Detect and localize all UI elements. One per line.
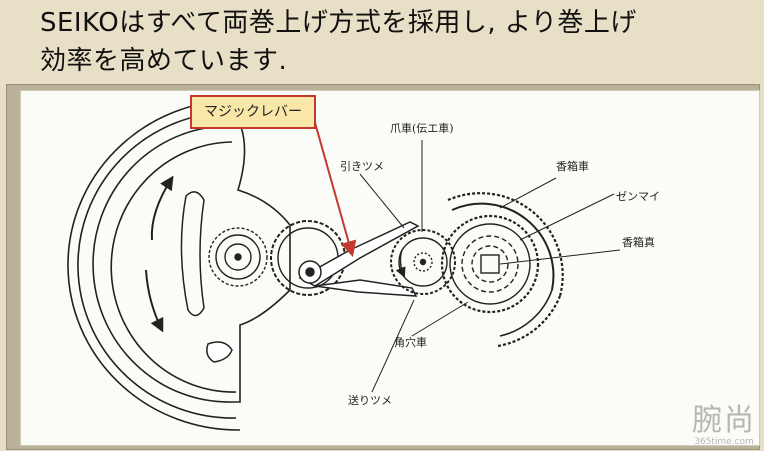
pawl-wheel-gear (390, 229, 456, 295)
rotor-slot (180, 191, 205, 317)
label-mainspring: ゼンマイ (616, 190, 660, 203)
rotor-inner-arc (110, 141, 237, 393)
label-ratchet-wheel: 角穴車 (394, 335, 427, 349)
ratchet-wheel-gear (440, 214, 540, 314)
rotor-pinion-gear (208, 227, 268, 287)
watermark: 腕尚 365time.com (692, 403, 756, 448)
rotor-body (225, 123, 291, 403)
rotor-outer-rim (67, 99, 241, 431)
callout-arrow (311, 111, 357, 258)
label-pull-pawl: 引きツメ (340, 159, 384, 173)
rotor-mid-rim (92, 125, 233, 403)
rotor-inner-rim (77, 111, 237, 419)
label-barrel-wheel: 香箱車 (556, 159, 589, 173)
headline-line-1: SEIKOはすべて両巻上げ方式を採用し, より巻上げ (40, 8, 637, 38)
magic-lever-callout: マジックレバー (190, 95, 316, 129)
headline-line-2: 効率を高めています. (40, 46, 288, 76)
rotation-arrow-up (150, 175, 174, 241)
rotation-arrow-down (145, 269, 164, 333)
magic-lever (298, 221, 420, 297)
rotor-small-opening (206, 341, 233, 363)
leader-lines (359, 140, 621, 393)
label-push-pawl: 送りツメ (348, 393, 392, 407)
pawl-wheel-arrow (395, 249, 406, 278)
headline: SEIKOはすべて両巻上げ方式を採用し, より巻上げ 効率を高めています. (40, 4, 760, 80)
barrel-drum (447, 192, 564, 348)
rotor (67, 99, 291, 431)
label-barrel-arbor: 香箱真 (622, 235, 655, 249)
label-pawl-wheel: 爪車(伝エ車) (390, 121, 454, 135)
watermark-site: 365time.com (694, 437, 754, 447)
watermark-chars: 腕尚 (692, 403, 756, 438)
diagram-panel (20, 90, 760, 446)
